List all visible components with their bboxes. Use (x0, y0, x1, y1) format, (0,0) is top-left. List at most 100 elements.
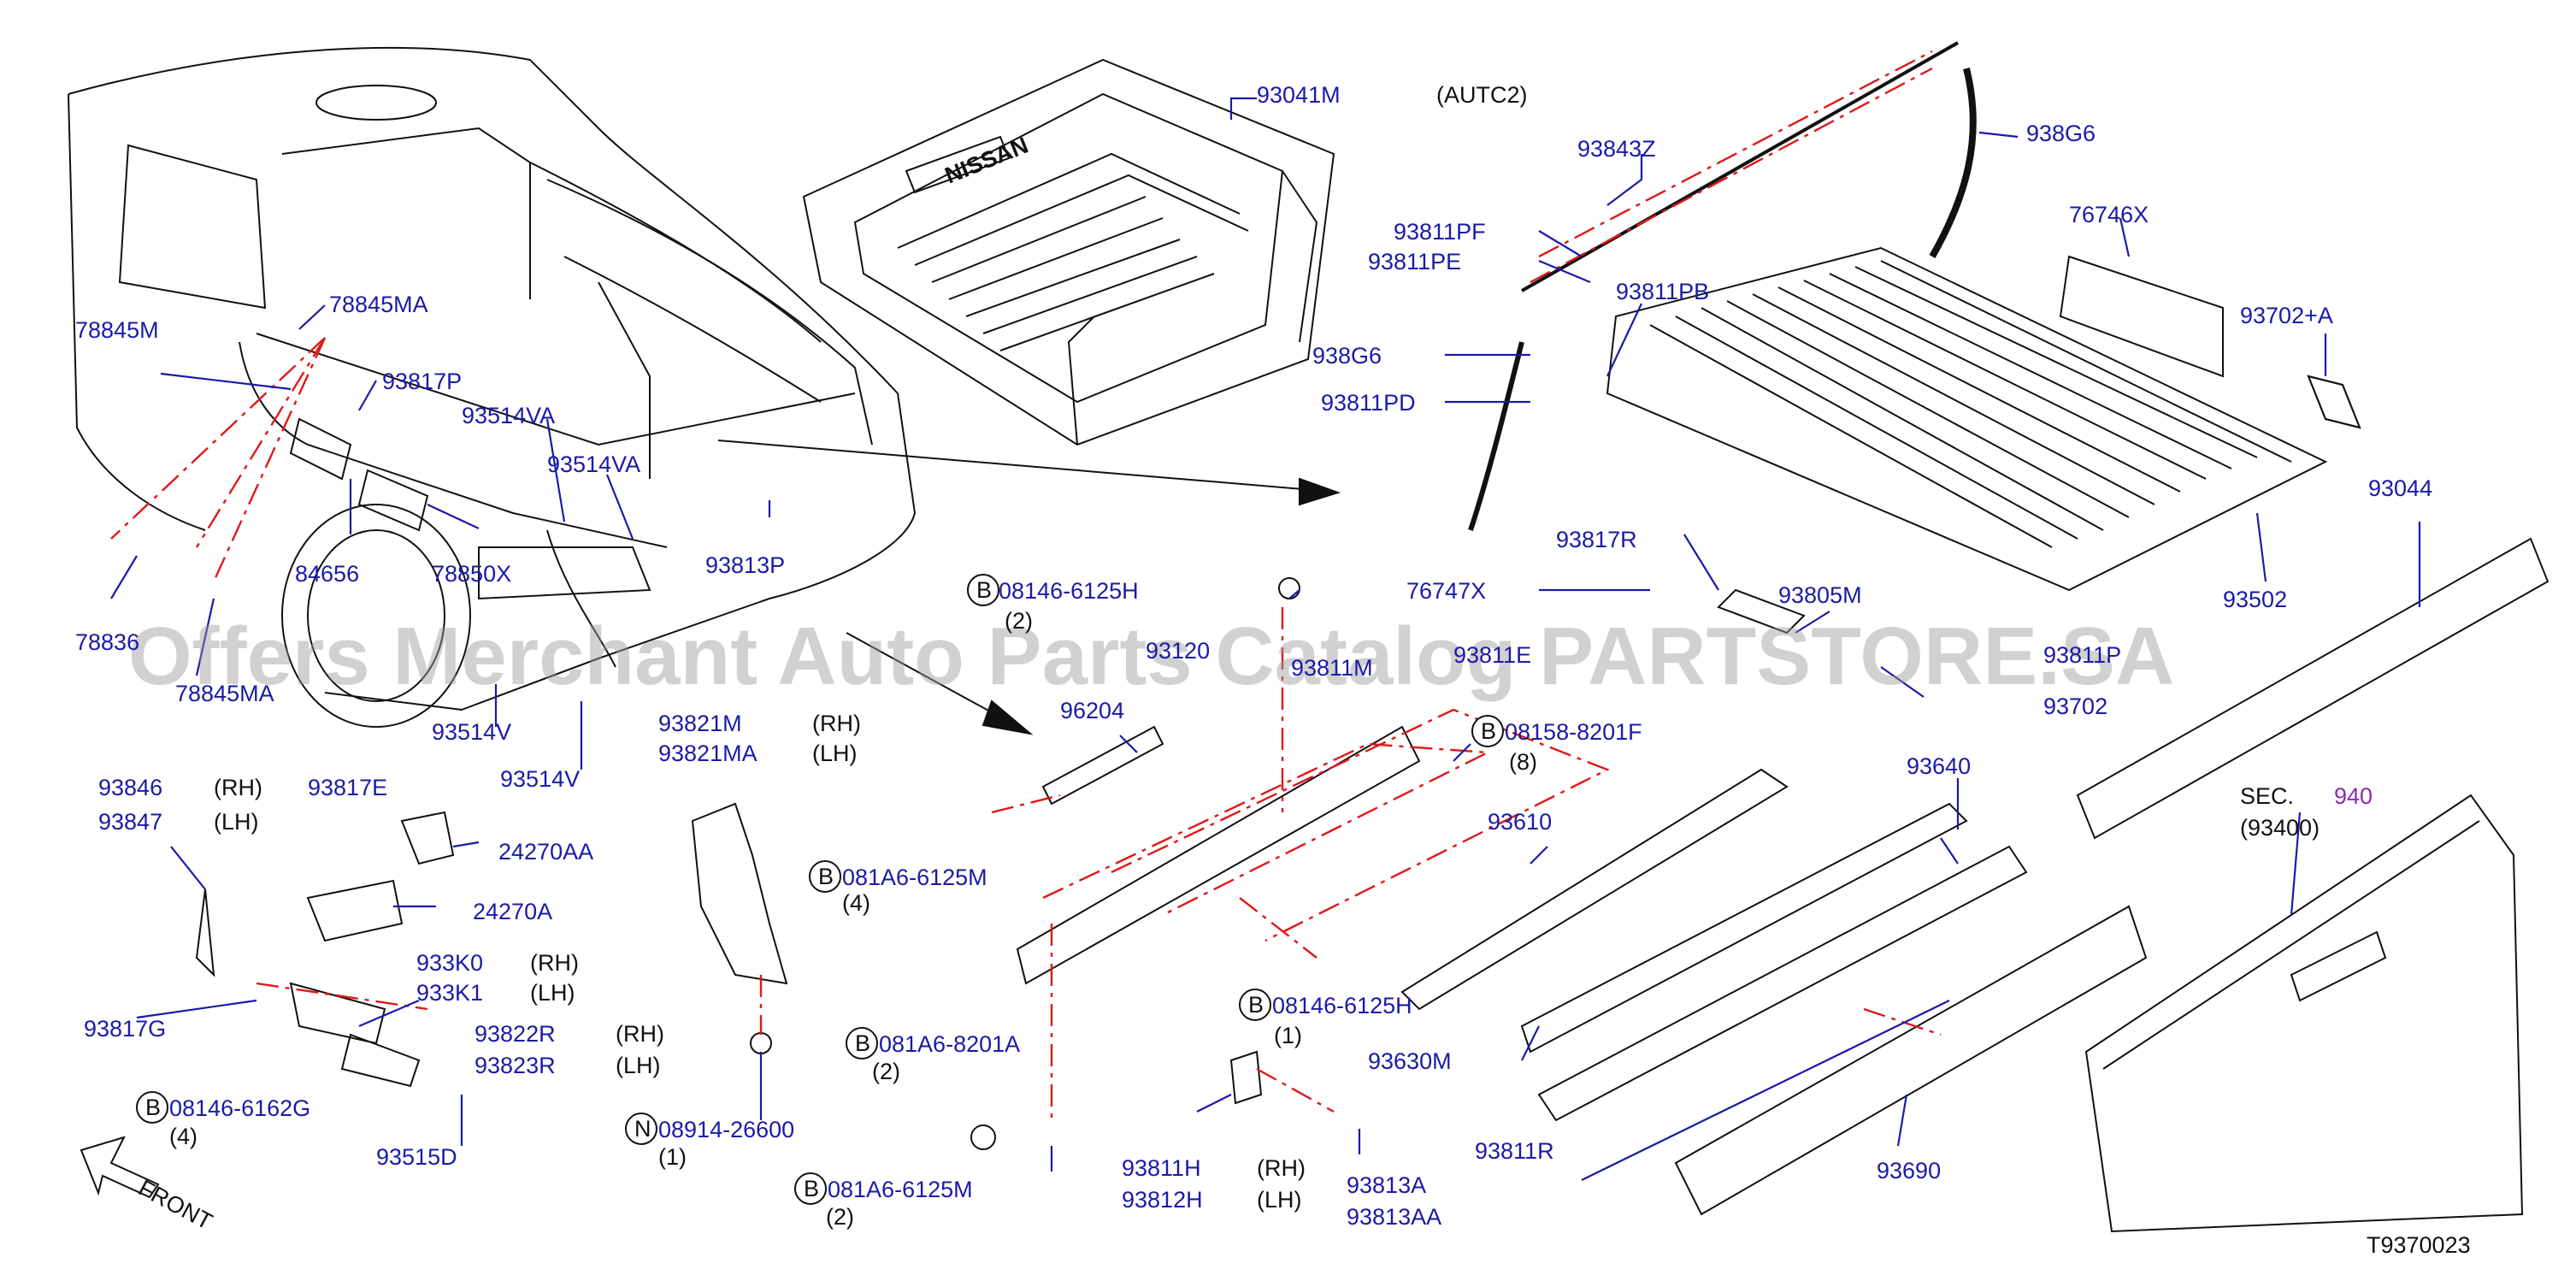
b-symbol-circle (1471, 715, 1504, 747)
part-label[interactable]: 84656 (295, 561, 359, 587)
part-label[interactable]: 93811PB (1616, 279, 1709, 304)
section-ref-number[interactable]: 940 (2334, 783, 2373, 809)
part-label[interactable]: 93812H (1122, 1187, 1203, 1213)
part-label[interactable]: 93811P (2043, 642, 2121, 668)
part-label[interactable]: 938G6 (1312, 343, 1382, 369)
bolt-part-label[interactable]: 08146-6162G (169, 1095, 310, 1121)
part-label[interactable]: 93813P (705, 552, 785, 578)
part-label[interactable]: 93817R (1556, 527, 1637, 552)
quantity: (2) (872, 1059, 900, 1084)
part-label[interactable]: 93817P (382, 369, 462, 394)
part-label[interactable]: 93702+A (2240, 303, 2333, 328)
part-label[interactable]: 78836 (75, 629, 139, 655)
part-label[interactable]: 76747X (1406, 578, 1486, 604)
part-label[interactable]: 93514V (432, 719, 511, 745)
bed-rail-drawing (1468, 41, 2361, 531)
part-label[interactable]: 93823R (475, 1053, 556, 1078)
side-note: (RH) (214, 775, 262, 800)
part-label[interactable]: 93811PE (1368, 249, 1461, 274)
part-label[interactable]: 93811H (1122, 1155, 1201, 1181)
b-symbol: B (145, 1095, 161, 1120)
part-label[interactable]: 93120 (1146, 638, 1210, 664)
side-note: (LH) (530, 980, 575, 1006)
leader-lines (110, 97, 2421, 1181)
part-label[interactable]: 93805M (1778, 582, 1862, 608)
part-label[interactable]: 24270AA (498, 839, 593, 865)
part-label[interactable]: 76746X (2069, 202, 2149, 227)
side-note: (LH) (616, 1053, 661, 1078)
watermark: Offers Merchant Auto Parts Catalog PARTS… (128, 611, 2174, 702)
side-note: (RH) (1257, 1155, 1306, 1181)
part-label[interactable]: 93811PD (1321, 390, 1416, 416)
part-label[interactable]: 93813A (1347, 1172, 1426, 1198)
part-label[interactable]: 93846 (98, 775, 162, 800)
n-symbol-circle (625, 1113, 657, 1145)
part-label[interactable]: 93702 (2043, 694, 2107, 719)
b-symbol: B (1481, 718, 1496, 744)
assembly-dash-lines (110, 50, 1942, 1120)
b-symbol-circle (809, 860, 841, 893)
part-label[interactable]: 78850X (432, 561, 511, 587)
b-symbol: B (855, 1030, 870, 1056)
side-note: (RH) (616, 1021, 664, 1047)
quantity: (1) (1274, 1023, 1302, 1048)
cross-member-drawing (1016, 537, 2549, 1233)
b-symbol: B (804, 1176, 819, 1201)
part-label[interactable]: 24270A (473, 899, 552, 924)
side-note: (RH) (530, 950, 579, 976)
part-label[interactable]: 93044 (2368, 475, 2432, 501)
part-label[interactable]: 78845MA (175, 681, 274, 706)
variant-note: (AUTC2) (1436, 82, 1528, 108)
b-symbol-circle (136, 1091, 168, 1124)
part-label[interactable]: 78845M (75, 317, 159, 343)
part-label[interactable]: 93041M (1257, 82, 1341, 108)
part-label[interactable]: 93690 (1877, 1158, 1941, 1183)
quantity: (8) (1509, 749, 1537, 775)
part-label[interactable]: 938G6 (2026, 121, 2096, 146)
part-label[interactable]: 96204 (1060, 698, 1124, 723)
bolt-part-label[interactable]: 081A6-6125M (842, 865, 987, 890)
b-symbol-circle (967, 574, 999, 606)
b-symbol-circle (846, 1027, 878, 1059)
part-label[interactable]: 93822R (475, 1021, 556, 1047)
section-ref-sub: (93400) (2240, 815, 2320, 841)
b-symbol-circle (1239, 989, 1271, 1021)
bolt-part-label[interactable]: 081A6-8201A (879, 1031, 1020, 1057)
b-symbol: B (1248, 992, 1264, 1018)
part-label[interactable]: 93817E (308, 775, 387, 800)
bed-liner-logo: NISSAN (941, 133, 1032, 189)
part-label[interactable]: 93811PF (1394, 219, 1486, 245)
side-note: (LH) (812, 741, 858, 766)
part-label[interactable]: 93514V (500, 766, 580, 792)
part-label[interactable]: 93514VA (547, 452, 640, 477)
part-label[interactable]: 93610 (1488, 809, 1552, 835)
part-label[interactable]: 93847 (98, 809, 162, 835)
side-note: (LH) (214, 809, 259, 835)
bolt-part-label[interactable]: 08146-6125H (1272, 993, 1412, 1018)
bolt-part-label[interactable]: 081A6-6125M (828, 1177, 973, 1202)
part-label[interactable]: 78845MA (329, 292, 428, 317)
n-symbol: N (634, 1116, 651, 1142)
part-label[interactable]: 93817G (84, 1016, 166, 1042)
part-label[interactable]: 933K0 (416, 950, 483, 976)
bolt-part-label[interactable]: 08146-6125H (999, 578, 1139, 604)
part-label[interactable]: 93515D (376, 1144, 457, 1170)
part-label[interactable]: 933K1 (416, 980, 483, 1006)
part-label[interactable]: 93813AA (1347, 1204, 1441, 1230)
bed-floor-drawing (1606, 246, 2328, 592)
part-label[interactable]: 93811M (1291, 655, 1373, 681)
bolt-part-label[interactable]: 08158-8201F (1505, 719, 1642, 745)
bolt-part-label[interactable]: 08914-26600 (658, 1117, 794, 1142)
part-label[interactable]: 93821MA (658, 741, 757, 766)
quantity: (2) (1005, 608, 1033, 634)
part-label[interactable]: 93843Z (1577, 136, 1656, 162)
part-label[interactable]: 93821M (658, 711, 742, 736)
part-label[interactable]: 93514VA (462, 403, 555, 428)
part-label[interactable]: 93811R (1475, 1138, 1554, 1164)
part-label[interactable]: 93502 (2223, 587, 2287, 612)
part-label[interactable]: 93640 (1907, 753, 1971, 779)
part-label[interactable]: 93630M (1368, 1048, 1452, 1074)
quantity: (4) (169, 1124, 197, 1149)
part-label[interactable]: 93811E (1453, 642, 1531, 668)
